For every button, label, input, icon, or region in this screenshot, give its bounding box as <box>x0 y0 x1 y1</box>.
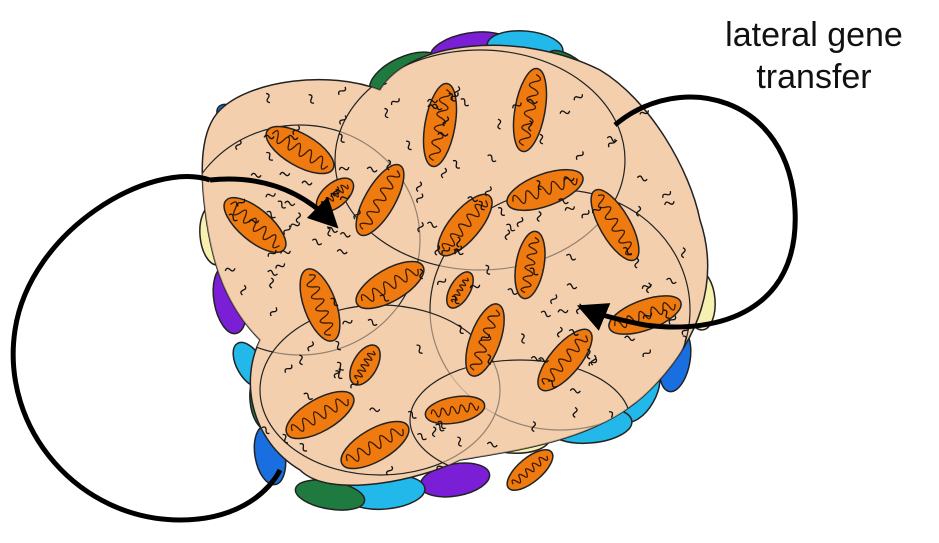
gene-fragment-icon <box>669 394 680 402</box>
gene-fragment-icon <box>673 431 678 441</box>
gene-fragment-icon <box>671 445 680 455</box>
gene-fragment-icon <box>303 66 312 77</box>
gene-fragment-icon <box>587 472 597 482</box>
gene-fragment-icon <box>660 395 671 404</box>
gene-fragment-icon <box>289 70 293 80</box>
gene-fragment-icon <box>611 457 621 466</box>
gene-fragment-icon <box>262 76 273 82</box>
gene-fragment-icon <box>684 73 694 78</box>
gene-fragment-icon <box>633 454 643 464</box>
gene-fragment-icon <box>571 446 582 453</box>
gene-fragment-icon <box>232 388 243 396</box>
gene-fragment-icon <box>686 413 690 423</box>
gene-fragment-icon <box>663 65 671 76</box>
gene-fragment-icon <box>227 466 237 476</box>
gene-fragment-icon <box>229 377 240 384</box>
gene-fragment-icon <box>355 67 366 74</box>
